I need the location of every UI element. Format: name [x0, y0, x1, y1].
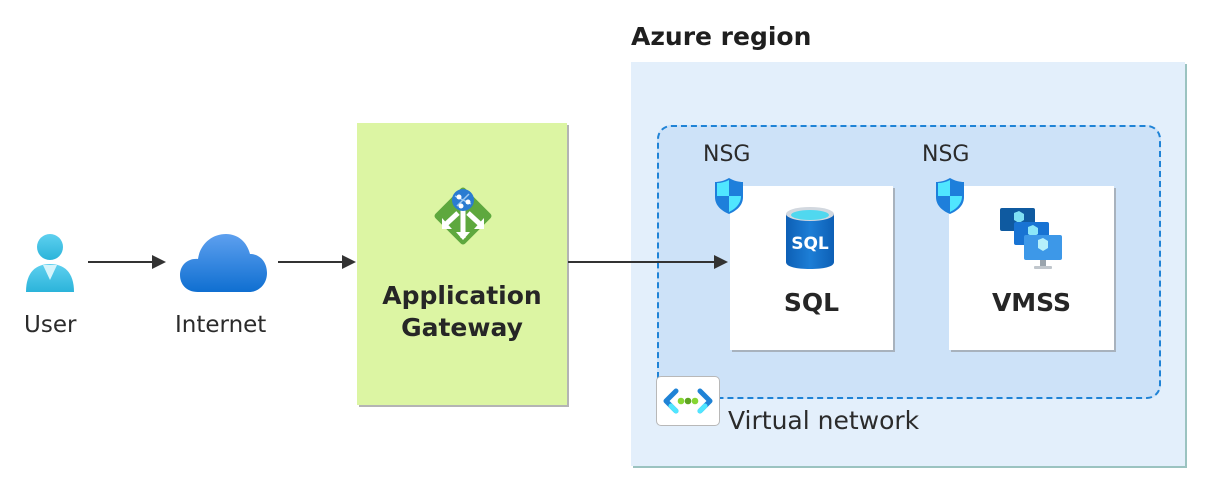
azure-region-title: Azure region — [631, 22, 812, 51]
application-gateway-icon — [427, 180, 499, 252]
vmss-nsg-shield-icon — [935, 177, 965, 215]
vmss-label: VMSS — [991, 288, 1072, 317]
vmss-nsg-label: NSG — [922, 142, 970, 167]
virtual-network-icon — [656, 376, 720, 426]
sql-nsg-shield-icon — [714, 177, 744, 215]
arrow-internet-to-gateway — [278, 255, 356, 269]
virtual-network-label: Virtual network — [728, 406, 920, 435]
user-node — [22, 232, 78, 294]
application-gateway-label-line1: Application — [382, 281, 542, 310]
sql-nsg-label: NSG — [703, 142, 751, 167]
user-icon — [26, 234, 74, 292]
internet-node — [180, 232, 268, 294]
cloud-icon — [180, 234, 267, 292]
sql-icon-text: SQL — [791, 234, 829, 254]
application-gateway-box — [357, 123, 567, 405]
vmss-card: VMSS — [949, 186, 1114, 350]
vm-scale-set-icon — [1000, 208, 1064, 274]
arrow-gateway-to-sql — [568, 255, 728, 269]
internet-label: Internet — [175, 312, 267, 338]
sql-card: SQL SQL — [730, 186, 893, 350]
application-gateway-label: Application Gateway — [357, 280, 567, 344]
application-gateway-label-line2: Gateway — [401, 313, 523, 342]
user-label: User — [24, 312, 77, 338]
sql-label: SQL — [783, 288, 840, 317]
arrow-user-to-internet — [88, 255, 166, 269]
sql-database-icon: SQL — [784, 206, 836, 270]
